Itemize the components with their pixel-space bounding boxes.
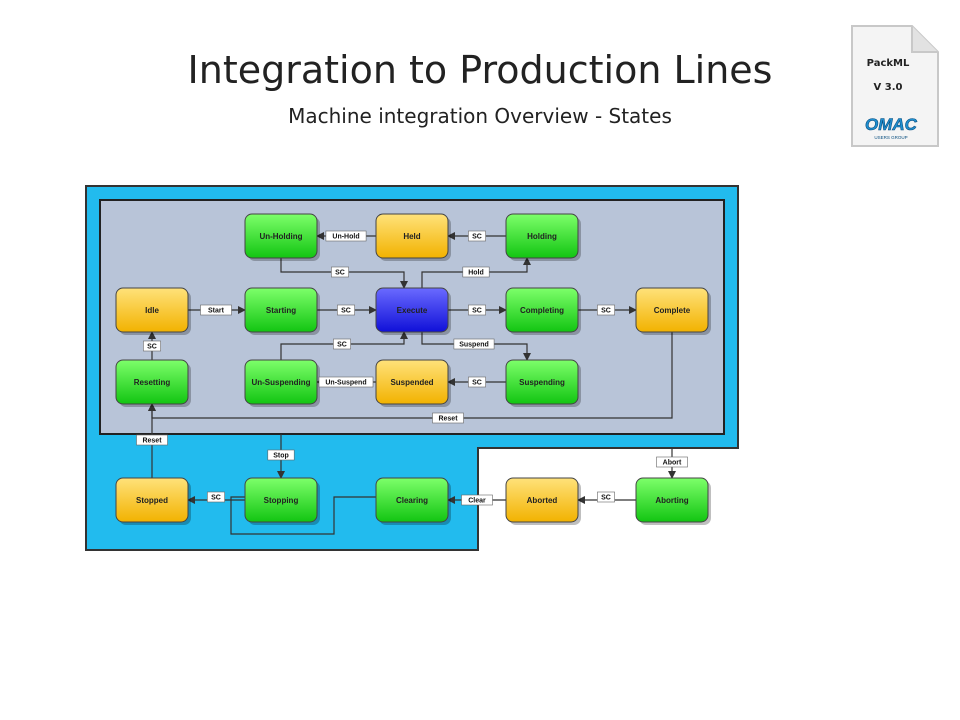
svg-text:Hold: Hold bbox=[468, 270, 484, 277]
state-label: Held bbox=[403, 232, 420, 241]
state-un-suspending: Un-Suspending bbox=[244, 359, 320, 407]
transition-label-t-sc-completing: SC bbox=[597, 304, 615, 316]
transition-label-t-sc-unsuspending: SC bbox=[333, 338, 351, 350]
transition-label-t-sc-execute: SC bbox=[468, 304, 486, 316]
transition-label-t-unsuspend: Un-Suspend bbox=[318, 376, 374, 388]
state-held: Held bbox=[375, 213, 451, 261]
svg-text:SC: SC bbox=[147, 344, 157, 351]
state-label: Idle bbox=[145, 306, 159, 315]
transition-label-t-unhold: Un-Hold bbox=[325, 230, 367, 242]
state-suspended: Suspended bbox=[375, 359, 451, 407]
state-un-holding: Un-Holding bbox=[244, 213, 320, 261]
state-aborting: Aborting bbox=[635, 477, 711, 525]
transition-label-t-sc-held: SC bbox=[468, 230, 486, 242]
state-resetting: Resetting bbox=[115, 359, 191, 407]
transition-label-t-reset-complete: Reset bbox=[432, 412, 464, 424]
state-label: Un-Suspending bbox=[251, 378, 310, 387]
svg-text:Stop: Stop bbox=[273, 453, 289, 460]
state-label: Execute bbox=[397, 306, 428, 315]
state-idle: Idle bbox=[115, 287, 191, 335]
svg-text:SC: SC bbox=[472, 380, 482, 387]
badge-version-label: V 3.0 bbox=[873, 82, 903, 93]
transition-label-t-sc-aborting: SC bbox=[597, 491, 615, 503]
state-label: Resetting bbox=[134, 378, 171, 387]
transition-label-t-hold: Hold bbox=[462, 266, 490, 278]
badge-packml-label: PackML bbox=[866, 58, 910, 69]
state-label: Un-Holding bbox=[259, 232, 302, 241]
state-label: Complete bbox=[654, 306, 691, 315]
connector-clearing-stopping bbox=[230, 496, 376, 535]
transition-label-t-abort: Abort bbox=[656, 456, 688, 468]
state-execute: Execute bbox=[375, 287, 451, 335]
state-aborted: Aborted bbox=[505, 477, 581, 525]
svg-text:SC: SC bbox=[472, 308, 482, 315]
state-clearing: Clearing bbox=[375, 477, 451, 525]
svg-text:Abort: Abort bbox=[663, 460, 682, 467]
state-complete: Complete bbox=[635, 287, 711, 335]
svg-text:Un-Hold: Un-Hold bbox=[332, 234, 359, 241]
svg-text:SC: SC bbox=[601, 308, 611, 315]
state-label: Aborted bbox=[527, 496, 558, 505]
svg-text:OMAC: OMAC bbox=[865, 115, 918, 134]
transition-label-t-suspend: Suspend bbox=[453, 338, 495, 350]
svg-text:Suspend: Suspend bbox=[459, 342, 489, 349]
svg-text:Reset: Reset bbox=[438, 416, 458, 423]
slide-subtitle: Machine integration Overview - States bbox=[288, 104, 672, 128]
transition-label-t-sc-starting: SC bbox=[337, 304, 355, 316]
state-completing: Completing bbox=[505, 287, 581, 335]
state-label: Starting bbox=[266, 306, 296, 315]
svg-text:SC: SC bbox=[341, 308, 351, 315]
transition-label-t-clear: Clear bbox=[461, 494, 493, 506]
svg-text:Start: Start bbox=[208, 308, 225, 315]
omac-logo-icon: OMAC USERS GROUP bbox=[865, 115, 918, 140]
transition-label-t-sc-suspending: SC bbox=[468, 376, 486, 388]
state-label: Suspended bbox=[390, 378, 433, 387]
svg-text:Clear: Clear bbox=[468, 498, 486, 505]
state-label: Stopped bbox=[136, 496, 168, 505]
state-label: Suspending bbox=[519, 378, 565, 387]
transition-label-t-sc-resetting: SC bbox=[143, 340, 161, 352]
transition-label-t-reset: Reset bbox=[136, 434, 168, 446]
slide-title: Integration to Production Lines bbox=[187, 48, 773, 92]
state-label: Holding bbox=[527, 232, 557, 241]
svg-text:SC: SC bbox=[601, 495, 611, 502]
transition-label-t-sc-unholding: SC bbox=[331, 266, 349, 278]
state-stopped: Stopped bbox=[115, 477, 191, 525]
state-label: Clearing bbox=[396, 496, 428, 505]
state-stopping: Stopping bbox=[244, 477, 320, 525]
svg-text:SC: SC bbox=[335, 270, 345, 277]
state-holding: Holding bbox=[505, 213, 581, 261]
svg-text:USERS GROUP: USERS GROUP bbox=[874, 135, 907, 140]
state-suspending: Suspending bbox=[505, 359, 581, 407]
state-label: Completing bbox=[520, 306, 564, 315]
svg-text:Reset: Reset bbox=[142, 438, 162, 445]
packml-document-icon bbox=[851, 25, 939, 147]
transition-label-t-sc-stopping: SC bbox=[207, 491, 225, 503]
transition-label-t-stop: Stop bbox=[267, 449, 295, 461]
svg-text:SC: SC bbox=[337, 342, 347, 349]
transition-label-t-start: Start bbox=[200, 304, 232, 316]
state-starting: Starting bbox=[244, 287, 320, 335]
svg-text:SC: SC bbox=[211, 495, 221, 502]
svg-text:SC: SC bbox=[472, 234, 482, 241]
svg-text:Un-Suspend: Un-Suspend bbox=[325, 380, 366, 387]
state-label: Aborting bbox=[655, 496, 688, 505]
state-label: Stopping bbox=[264, 496, 299, 505]
